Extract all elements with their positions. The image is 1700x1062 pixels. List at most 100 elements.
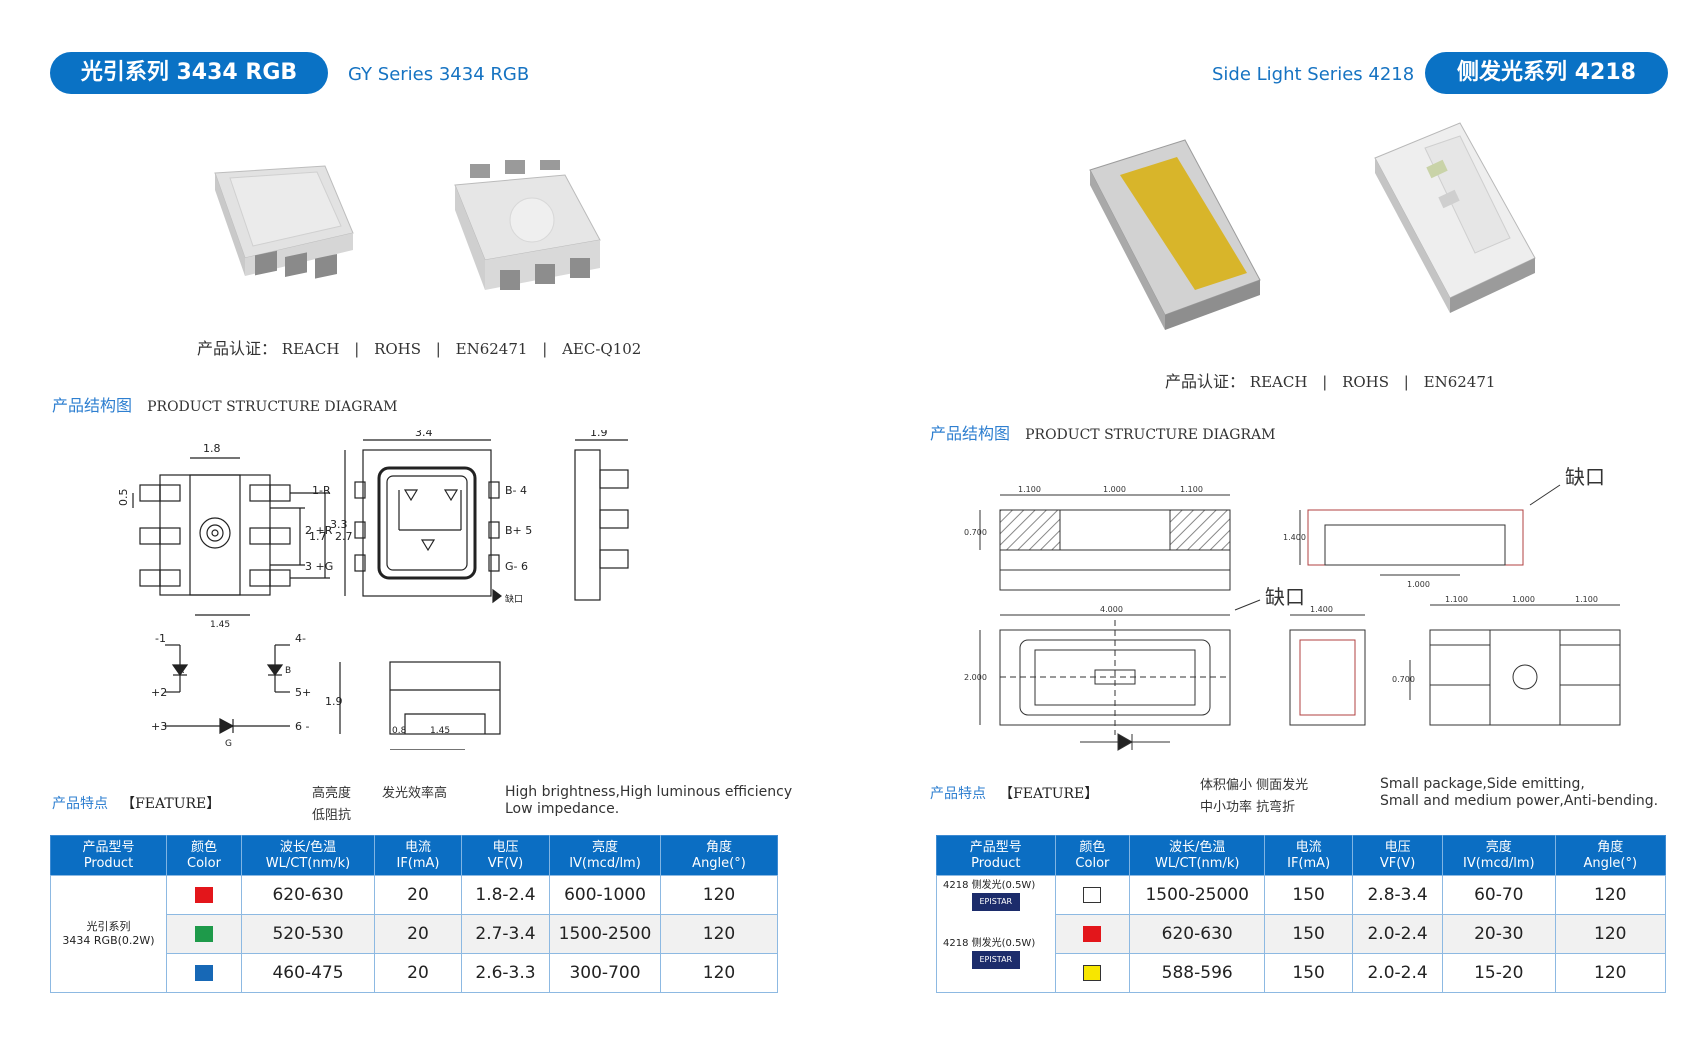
table-row: 588-596 150 2.0-2.4 15-20 120 (937, 953, 1667, 993)
notch-label: 缺口 (505, 593, 523, 605)
cert-separator: | (542, 340, 548, 358)
cert-label: 产品认证： (197, 339, 278, 358)
cert-item: REACH (281, 340, 340, 358)
pin-label: 5+ (295, 686, 311, 699)
pin-label: B+ 5 (505, 524, 532, 537)
epistar-logo: EPISTAR (971, 951, 1020, 970)
pin-label: B- 4 (505, 484, 527, 497)
pin-label: 3 +G (305, 560, 333, 573)
table-cell: 20 (374, 953, 462, 993)
table-cell: 120 (660, 875, 778, 915)
table-cell: 620-630 (1129, 914, 1266, 954)
dim-label: 1.000 (1407, 580, 1430, 589)
structure-heading-en: PRODUCT STRUCTURE DIAGRAM (147, 399, 398, 415)
dim-label: 1.000 (1103, 485, 1126, 494)
table-cell: 2.8-3.4 (1352, 875, 1444, 915)
left-structure-heading: 产品结构图 PRODUCT STRUCTURE DIAGRAM (52, 392, 397, 416)
table-row: 520-530 20 2.7-3.4 1500-2500 120 (51, 914, 778, 954)
table-cell: 2.7-3.4 (461, 914, 550, 954)
led-label: G (225, 739, 232, 749)
left-series-title: 光引系列 3434 RGB (50, 52, 328, 94)
dim-label: 0.700 (1392, 675, 1415, 684)
left-structure-diagram: 1.8 0.5 1.7 2.7 1.45 3.4 3.3 1.9 1.9 0.8… (117, 430, 629, 750)
table-cell: 120 (1554, 875, 1667, 915)
table-row: 4218 侧发光(0.5W) EPISTAR 620-630 150 2.0-2… (936, 914, 1667, 993)
dim-label: 1.45 (430, 726, 450, 736)
table-cell: 588-596 (1129, 953, 1266, 993)
right-series-title: 侧发光系列 4218 (1425, 52, 1668, 94)
table-cell: 2.6-3.3 (461, 953, 550, 993)
cert-item: ROHS (374, 340, 422, 358)
right-feature-en-2: Small and medium power,Anti-bending. (1380, 793, 1659, 809)
cert-item: REACH (1249, 373, 1308, 391)
dim-label: 1.45 (210, 620, 230, 630)
feature-heading-en: 【FEATURE】 (121, 796, 221, 812)
led-3434-back-image (454, 160, 601, 290)
cert-separator: | (1403, 373, 1409, 391)
table-cell: 120 (660, 953, 778, 993)
structure-heading-cn: 产品结构图 (930, 424, 1011, 443)
feature-heading-en: 【FEATURE】 (999, 786, 1099, 802)
dim-label: 1.400 (1283, 533, 1306, 542)
dim-label: 1.000 (1512, 595, 1535, 604)
notch-label: 缺口 (1265, 585, 1305, 609)
right-feature-cn-1: 体积偏小 侧面发光 (1200, 778, 1309, 793)
right-feature-heading: 产品特点 【FEATURE】 (930, 783, 1098, 803)
left-certification-line: 产品认证： REACH | ROHS | EN62471 | AEC-Q102 (197, 335, 641, 359)
led-label: R (178, 666, 184, 676)
color-cell (166, 914, 242, 954)
right-series-subtitle: Side Light Series 4218 (1212, 64, 1415, 85)
left-series-subtitle: GY Series 3434 RGB (348, 64, 530, 85)
dim-label: 1.100 (1018, 485, 1041, 494)
feature-heading-cn: 产品特点 (930, 786, 986, 802)
cert-item: EN62471 (1423, 373, 1496, 391)
dim-label: 3.3 (330, 518, 348, 531)
cert-item: EN62471 (455, 340, 528, 358)
table-cell: 520-530 (241, 914, 375, 954)
dim-label: 1.100 (1575, 595, 1598, 604)
right-feature-cn-2: 中小功率 抗弯折 (1200, 800, 1296, 815)
led-label: B (285, 666, 291, 676)
cert-separator: | (354, 340, 360, 358)
dim-label: 0.5 (117, 489, 130, 507)
left-feature-cn-3: 低阻抗 (312, 808, 352, 823)
color-swatch (1083, 926, 1102, 942)
dim-label: 2.7 (335, 530, 353, 543)
color-cell (166, 875, 242, 915)
product-cell: 4218 侧发光(0.5W) EPISTAR (936, 914, 1056, 993)
right-feature-en-1: Small package,Side emitting, (1380, 776, 1585, 792)
table-cell: 20 (374, 914, 462, 954)
dim-label: 0.8 (392, 726, 407, 736)
dim-label: 2.000 (964, 673, 987, 682)
right-structure-heading: 产品结构图 PRODUCT STRUCTURE DIAGRAM (930, 420, 1275, 444)
table-cell: 120 (1554, 953, 1667, 993)
led-4218-back-image (1374, 122, 1536, 313)
color-cell (166, 953, 242, 993)
epistar-logo: EPISTAR (971, 893, 1020, 912)
dim-label: 1.100 (1180, 485, 1203, 494)
led-4218-front-image (1089, 139, 1261, 330)
dim-label: 4.000 (1100, 605, 1123, 614)
table-cell: 150 (1264, 914, 1354, 954)
feature-heading-cn: 产品特点 (52, 796, 108, 812)
table-row: 4218 侧发光(0.5W) EPISTAR 1500-25000 150 2.… (936, 875, 1667, 915)
structure-heading-cn: 产品结构图 (52, 396, 133, 415)
dim-label: 1.400 (1310, 605, 1333, 614)
table-cell: 460-475 (241, 953, 375, 993)
table-cell: 60-70 (1442, 875, 1556, 915)
structure-heading-en: PRODUCT STRUCTURE DIAGRAM (1025, 427, 1276, 443)
right-certification-line: 产品认证： REACH | ROHS | EN62471 (1165, 368, 1495, 392)
color-swatch (195, 887, 213, 903)
table-cell: 120 (1554, 914, 1667, 954)
